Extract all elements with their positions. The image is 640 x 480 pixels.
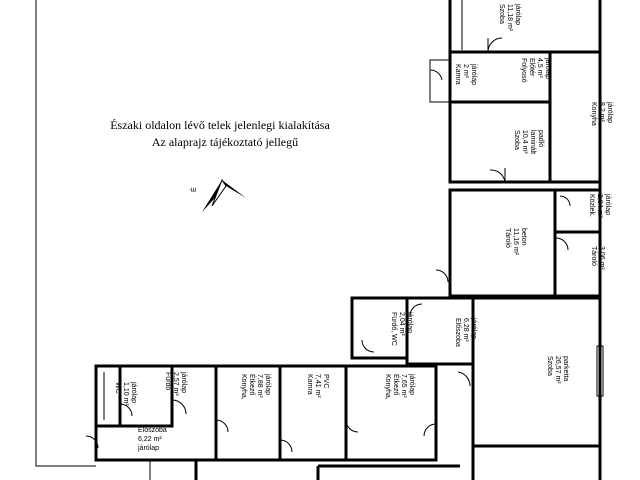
room-text: járólap bbox=[606, 101, 613, 123]
room-text: Étkező bbox=[392, 374, 401, 396]
room-text: 6,28 m² bbox=[462, 318, 469, 342]
room-text: laminált bbox=[529, 130, 536, 154]
room-text: Konyha, bbox=[240, 374, 247, 400]
room-text: járólap bbox=[470, 63, 477, 85]
room-text: padló bbox=[537, 130, 544, 147]
room-text: 2,84 m² bbox=[596, 194, 603, 218]
room-text: Tároló bbox=[590, 246, 597, 266]
room-text: járólap bbox=[514, 3, 521, 25]
room-text: 2,04 m² bbox=[398, 312, 405, 336]
room-text: PVC bbox=[322, 374, 329, 388]
building-bottom bbox=[85, 364, 460, 480]
room-text: járólap bbox=[180, 371, 187, 393]
room-text: 7,41 m² bbox=[314, 374, 321, 398]
property-boundary bbox=[35, 0, 96, 467]
room-text: 26,57 m² bbox=[554, 356, 561, 384]
room-text: Fürdő, WC bbox=[390, 312, 397, 346]
room-text: Előszoba bbox=[454, 318, 461, 347]
room-text: 7,65 m² bbox=[400, 374, 407, 398]
room-text: Előszoba bbox=[138, 427, 167, 434]
room-text: 11,18 m² bbox=[506, 4, 513, 32]
room-text: 1,10 m² bbox=[122, 382, 129, 406]
room-text: parketta bbox=[562, 356, 569, 381]
room-text: járólap bbox=[130, 381, 137, 403]
room-text: járólap bbox=[408, 373, 415, 395]
room-text: 2,57 m² bbox=[172, 372, 179, 396]
room-text: 11,16 m² bbox=[512, 228, 519, 256]
plan-subtitle: Az alaprajz tájékoztató jellegű bbox=[152, 135, 298, 149]
room-text: Folyosó bbox=[520, 58, 527, 83]
room-text: 6,22 m² bbox=[138, 436, 162, 443]
room-text: Tároló bbox=[504, 228, 511, 248]
room-text: Szoba bbox=[513, 130, 520, 150]
room-text: Kamra bbox=[454, 64, 461, 85]
room-text: Közlek. bbox=[588, 194, 595, 217]
room-text: Előtér bbox=[528, 58, 535, 77]
plan-title: Északi oldalon lévő telek jelenlegi kial… bbox=[110, 118, 330, 132]
room-text: 4,5 m² bbox=[536, 58, 543, 79]
room-text: Kamra bbox=[306, 374, 313, 395]
room-text: 2 m² bbox=[462, 64, 469, 79]
room-text: Szoba bbox=[498, 4, 505, 24]
north-label: É bbox=[189, 187, 198, 192]
room-text: 10,4 m² bbox=[521, 130, 528, 154]
room-text: 8,2 m² bbox=[598, 102, 605, 123]
room-text: Konyha bbox=[590, 102, 597, 126]
room-text: járólap bbox=[406, 311, 413, 333]
room-label-eloszoba-left: Előszoba 6,22 m² járólap bbox=[137, 427, 167, 452]
room-text: 3,06 m² bbox=[598, 246, 605, 270]
room-text: járólap bbox=[604, 193, 611, 215]
room-text: 7,88 m² bbox=[256, 374, 263, 398]
north-arrow-icon bbox=[202, 178, 246, 212]
room-text: Étkező bbox=[248, 374, 257, 396]
building-top bbox=[429, 0, 602, 298]
room-text: beton bbox=[520, 228, 527, 246]
room-text: járólap bbox=[544, 57, 551, 79]
room-text: járólap bbox=[470, 317, 477, 339]
room-text: Konyha, bbox=[384, 374, 391, 400]
room-text: Fürdő bbox=[164, 372, 171, 390]
building-middle bbox=[350, 296, 604, 480]
room-text: járólap bbox=[137, 445, 159, 452]
room-text: WC bbox=[114, 382, 121, 394]
room-text: Szoba bbox=[546, 356, 553, 376]
room-text: járólap bbox=[264, 373, 271, 395]
